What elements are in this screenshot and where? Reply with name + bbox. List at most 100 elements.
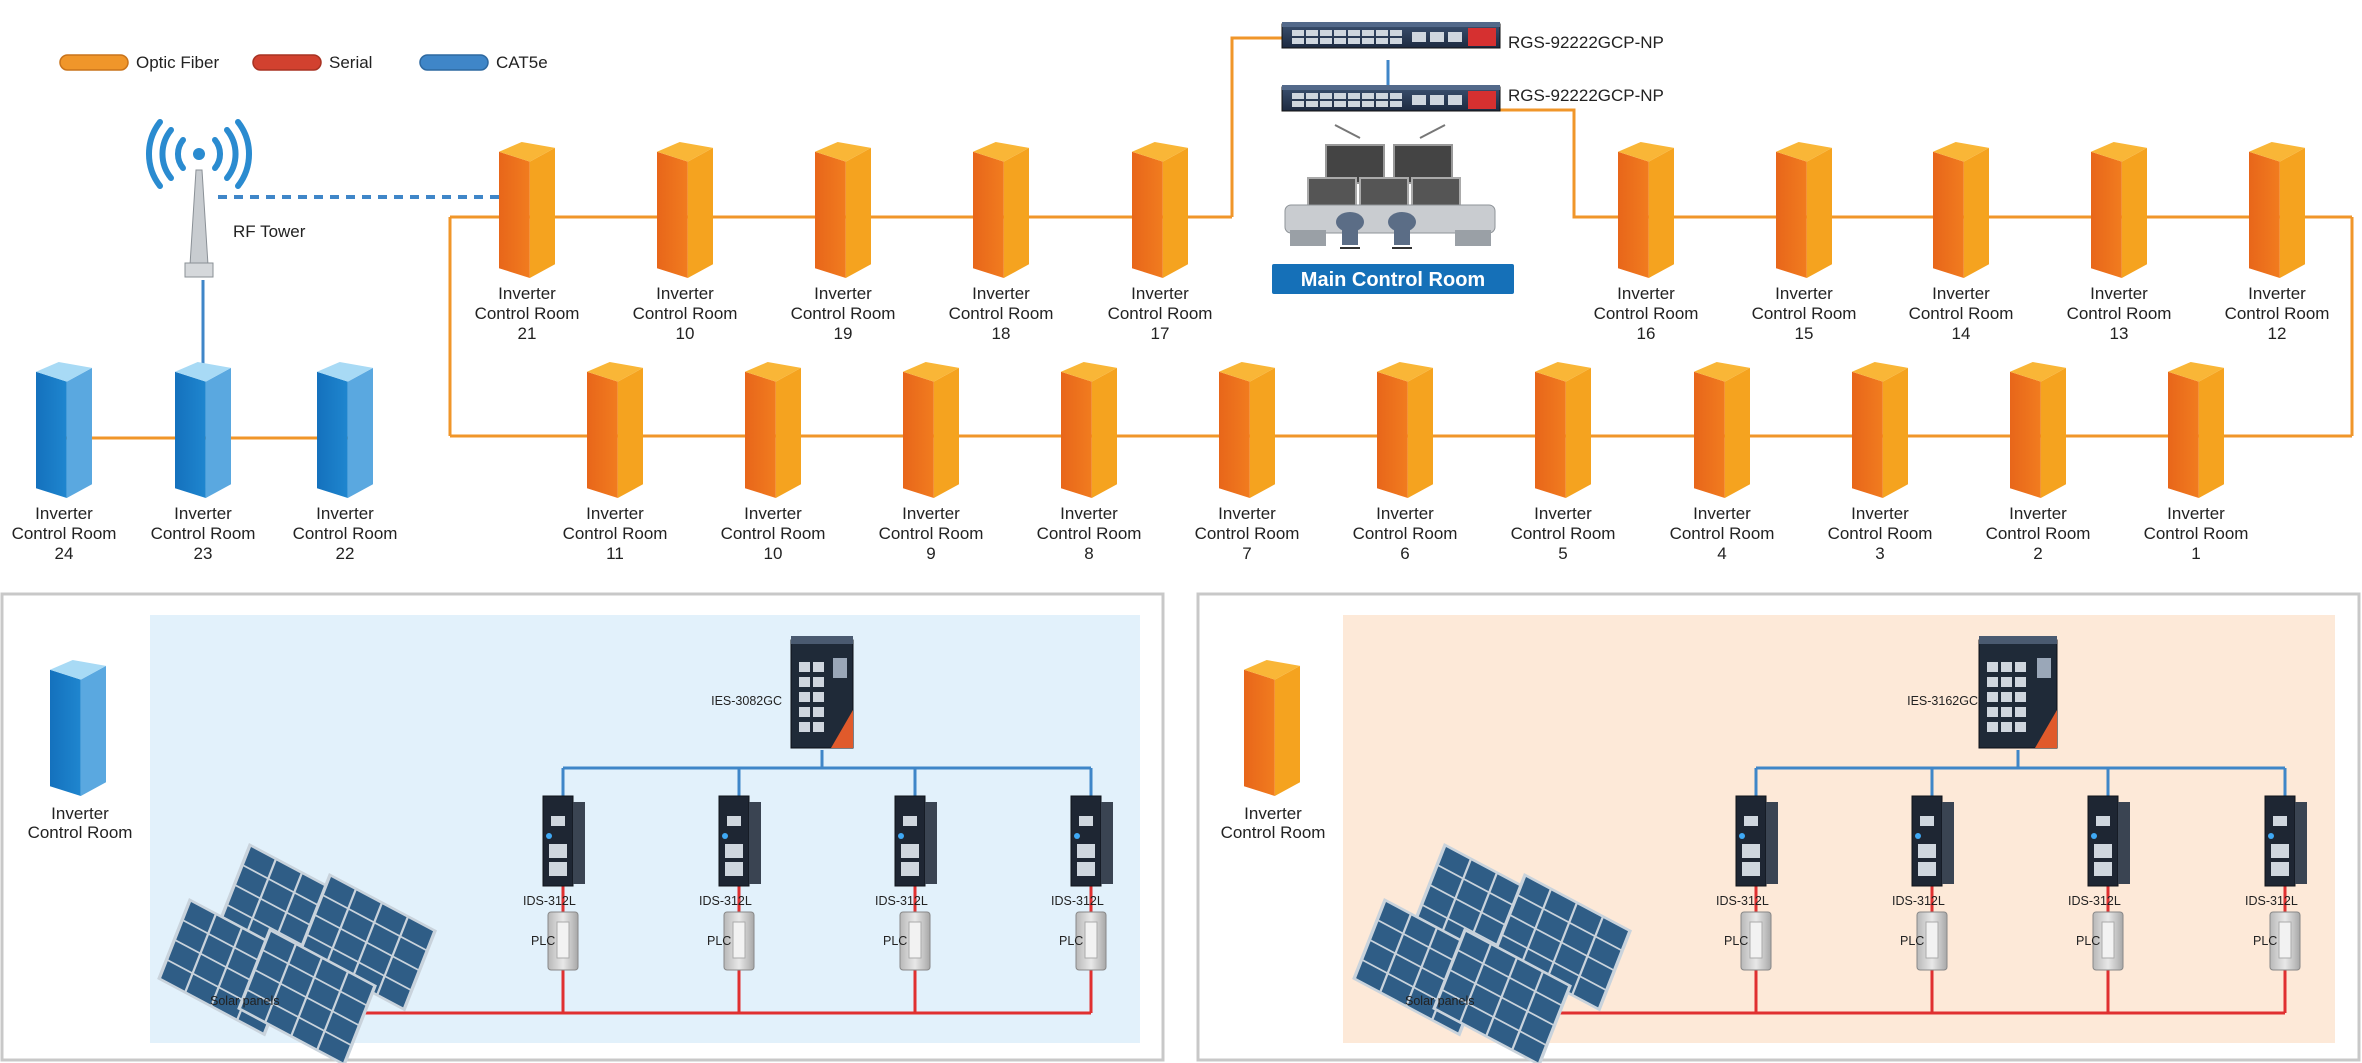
room-label-line1: Inverter — [2090, 284, 2148, 303]
room-label-line2: Control Room — [1986, 524, 2091, 543]
cat5e-tree — [1754, 750, 2287, 800]
room-label-line2: Control Room — [1195, 524, 1300, 543]
room-label-line2: Control Room — [1511, 524, 1616, 543]
plc-label: PLC — [707, 934, 731, 948]
cat5e-tree — [561, 750, 1093, 800]
inverter-cabinet-icon — [1852, 362, 1908, 498]
edge-switch-label: IES-3162GC — [1907, 694, 1978, 708]
room-label-line1: Inverter — [1534, 504, 1592, 523]
room-label-line1: Inverter — [1060, 504, 1118, 523]
panel-right-room-line1: Inverter — [1244, 804, 1302, 823]
ids-312l-device-icon — [2264, 795, 2307, 887]
plc-icon — [899, 911, 931, 971]
plc-icon — [1916, 911, 1948, 971]
main-control-room-badge: Main Control Room — [1272, 264, 1514, 294]
plc-label: PLC — [531, 934, 555, 948]
edge-switch-icon — [790, 636, 854, 749]
inverter-cabinet-icon — [587, 362, 643, 498]
inverter-cabinet-icon — [36, 362, 92, 498]
room-label-line1: Inverter — [656, 284, 714, 303]
ids-312l-device-icon — [1070, 795, 1113, 887]
panel-left-room-line2: Control Room — [28, 823, 133, 842]
ids-312l-label: IDS-312L — [523, 894, 576, 908]
solar-panels-label: Solar panels — [1405, 994, 1475, 1008]
room-label-line2: Control Room — [475, 304, 580, 323]
ids-312l-label: IDS-312L — [2068, 894, 2121, 908]
room-number: 23 — [194, 544, 213, 563]
room-label-line2: Control Room — [879, 524, 984, 543]
plc-label: PLC — [2253, 934, 2277, 948]
room-label-line2: Control Room — [1670, 524, 1775, 543]
panel-left-cabinet-icon — [50, 660, 106, 796]
room-number: 9 — [926, 544, 935, 563]
ids-312l-label: IDS-312L — [1051, 894, 1104, 908]
inverter-cabinet-icon — [1694, 362, 1750, 498]
room-label-line2: Control Room — [12, 524, 117, 543]
panel-right-room-line2: Control Room — [1221, 823, 1326, 842]
solar-panels-label: Solar panels — [210, 994, 280, 1008]
room-label-line1: Inverter — [972, 284, 1030, 303]
room-number: 22 — [336, 544, 355, 563]
ids-312l-label: IDS-312L — [1716, 894, 1769, 908]
panel-right-room — [1244, 660, 1300, 796]
edge-switch-icon — [1978, 636, 2058, 749]
room-label-line2: Control Room — [721, 524, 826, 543]
inverter-cabinet-icon — [1933, 142, 1989, 278]
room-label-line1: Inverter — [1376, 504, 1434, 523]
room-number: 5 — [1558, 544, 1567, 563]
core-switch-top: RGS-92222GCP-NP — [1281, 22, 1664, 52]
fiber-to-top-switch — [1230, 36, 1282, 217]
room-number: 3 — [1875, 544, 1884, 563]
edge-switch-label: IES-3082GC — [711, 694, 782, 708]
room-label-line1: Inverter — [498, 284, 556, 303]
inverter-cabinet-icon — [973, 142, 1029, 278]
ids-312l-device-icon — [2087, 795, 2130, 887]
inverter-cabinet-icon — [2249, 142, 2305, 278]
room-label-line1: Inverter — [1617, 284, 1675, 303]
room-label-line1: Inverter — [1851, 504, 1909, 523]
inverter-cabinet-icon — [745, 362, 801, 498]
plc-label: PLC — [1724, 934, 1748, 948]
detail-panel-right: Inverter Control Room IDS-312L PLC IDS-312… — [1196, 592, 2361, 1063]
room-number: 10 — [676, 324, 695, 343]
room-label-line2: Control Room — [563, 524, 668, 543]
rf-tower-label: RF Tower — [233, 222, 306, 241]
room-number: 21 — [518, 324, 537, 343]
legend-serial: Serial — [252, 53, 372, 72]
room-label-line2: Control Room — [1037, 524, 1142, 543]
room-label-line1: Inverter — [814, 284, 872, 303]
room-label-line2: Control Room — [151, 524, 256, 543]
ids-312l-device-icon — [1911, 795, 1954, 887]
ids-312l-label: IDS-312L — [2245, 894, 2298, 908]
room-number: 15 — [1795, 324, 1814, 343]
room-number: 18 — [992, 324, 1011, 343]
